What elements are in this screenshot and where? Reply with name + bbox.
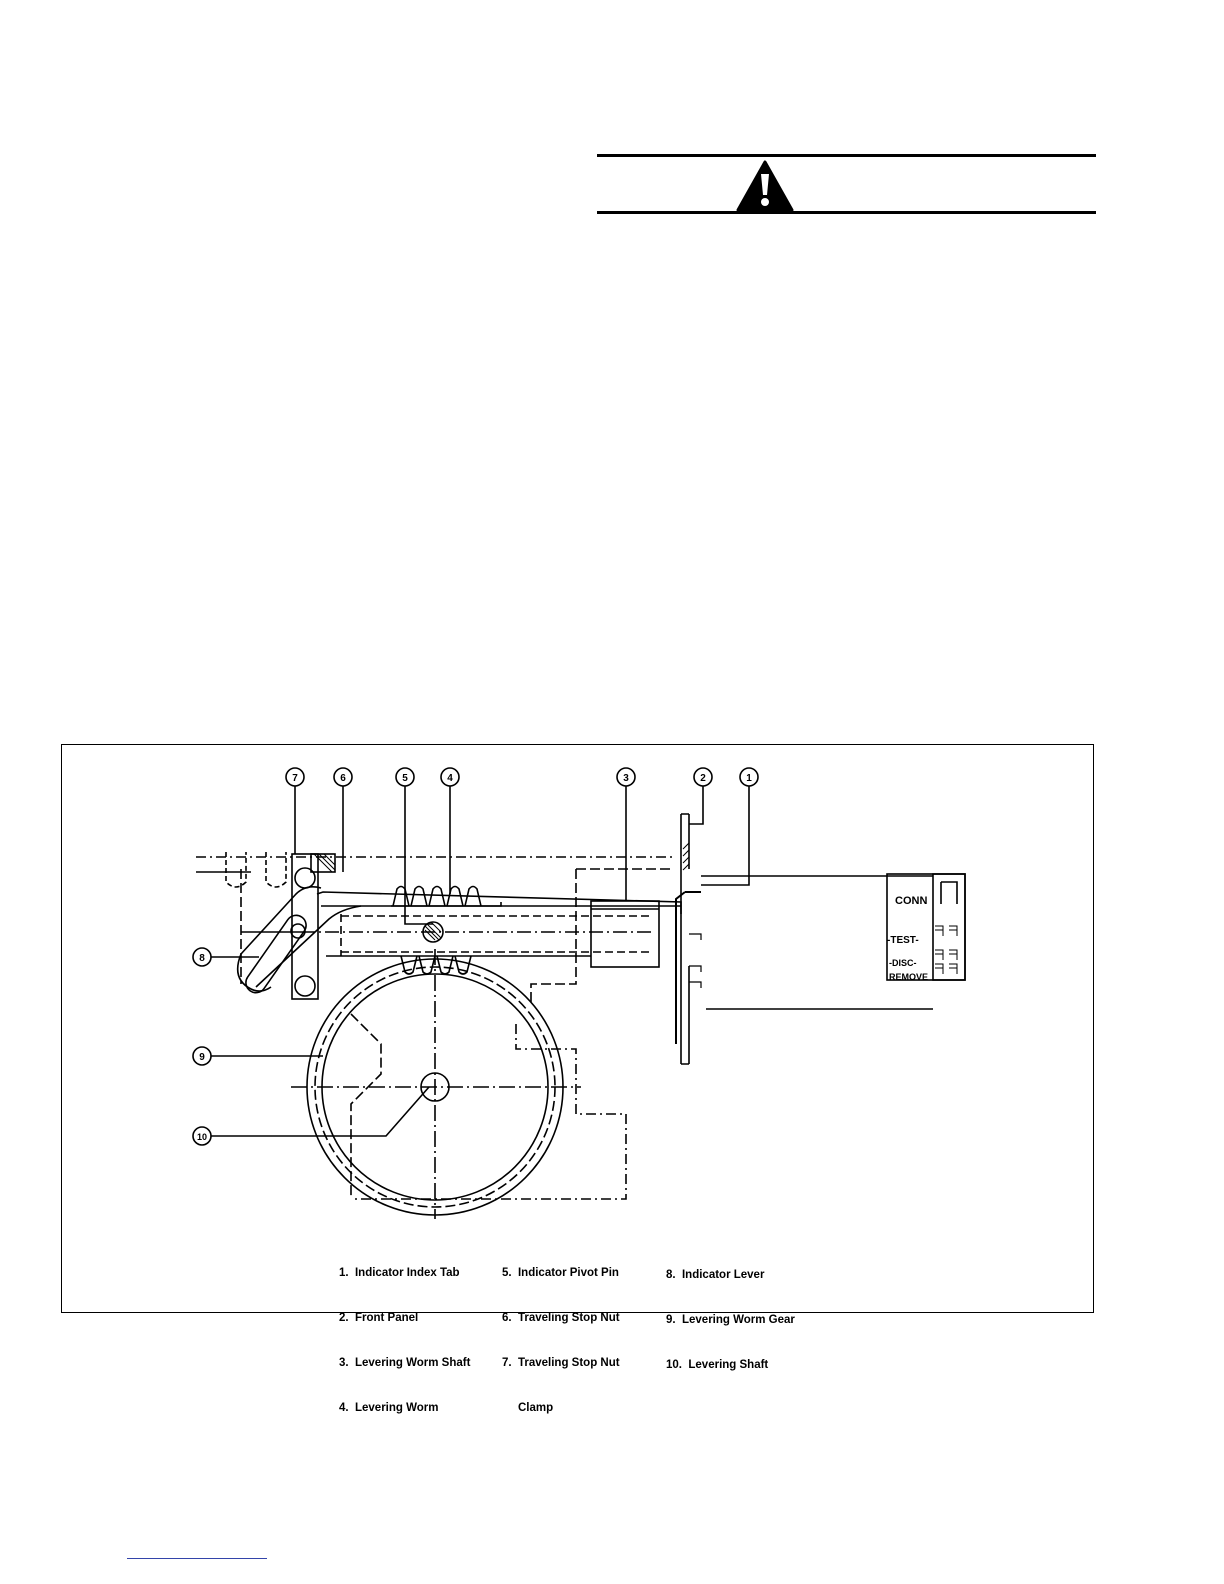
callout-7-label: 7	[292, 773, 298, 784]
legend-column-3: 8. Indicator Lever 9. Levering Worm Gear…	[666, 1238, 795, 1388]
legend-item: 9. Levering Worm Gear	[666, 1314, 795, 1326]
callout-6	[333, 767, 353, 787]
callout-10-label: 10	[197, 1132, 207, 1142]
callout-9	[192, 1046, 212, 1066]
indicator-test-label: -TEST-	[887, 935, 919, 946]
figure-frame	[61, 744, 1094, 1313]
callout-6-label: 6	[340, 773, 346, 784]
legend-item: 6. Traveling Stop Nut	[502, 1312, 620, 1324]
legend-item: 5. Indicator Pivot Pin	[502, 1267, 619, 1279]
legend-item: 2. Front Panel	[339, 1312, 419, 1324]
callout-8	[192, 947, 212, 967]
callout-1-label: 1	[746, 773, 752, 784]
warning-triangle-icon	[736, 160, 794, 212]
callout-8-label: 8	[199, 953, 205, 964]
callout-5	[395, 767, 415, 787]
callout-7	[285, 767, 305, 787]
legend-column-2: 5. Indicator Pivot Pin 6. Traveling Stop…	[502, 1236, 620, 1431]
callout-5-label: 5	[402, 773, 408, 784]
legend-item: 10. Levering Shaft	[666, 1359, 769, 1371]
callout-2	[693, 767, 713, 787]
indicator-disc-label: -DISC-	[889, 958, 917, 968]
legend-column-1: 1. Indicator Index Tab 2. Front Panel 3.…	[339, 1236, 470, 1431]
footer-link-underline[interactable]	[127, 1558, 267, 1559]
legend-item: 7. Traveling Stop Nut	[502, 1357, 620, 1369]
legend-item: 1. Indicator Index Tab	[339, 1267, 460, 1279]
legend-item: 8. Indicator Lever	[666, 1269, 765, 1281]
callout-4-label: 4	[447, 773, 453, 784]
levering-mechanism-diagram: 7 6 5 4 3 2 1 8 9 10 CONN -TEST- -DISC- …	[192, 767, 966, 1219]
callout-9-label: 9	[199, 1052, 205, 1063]
callout-2-label: 2	[700, 773, 706, 784]
legend-item: 3. Levering Worm Shaft	[339, 1357, 471, 1369]
callout-3-label: 3	[623, 773, 629, 784]
legend-item: Clamp	[502, 1402, 554, 1414]
callout-1	[739, 767, 759, 787]
callout-4	[440, 767, 460, 787]
warning-top-rule	[597, 154, 1096, 157]
callout-3	[616, 767, 636, 787]
callout-10	[192, 1126, 212, 1146]
legend-item: 4. Levering Worm	[339, 1402, 439, 1414]
indicator-remove-label: REMOVE	[889, 972, 928, 982]
indicator-conn-label: CONN	[895, 895, 927, 907]
warning-bottom-rule	[597, 211, 1096, 214]
